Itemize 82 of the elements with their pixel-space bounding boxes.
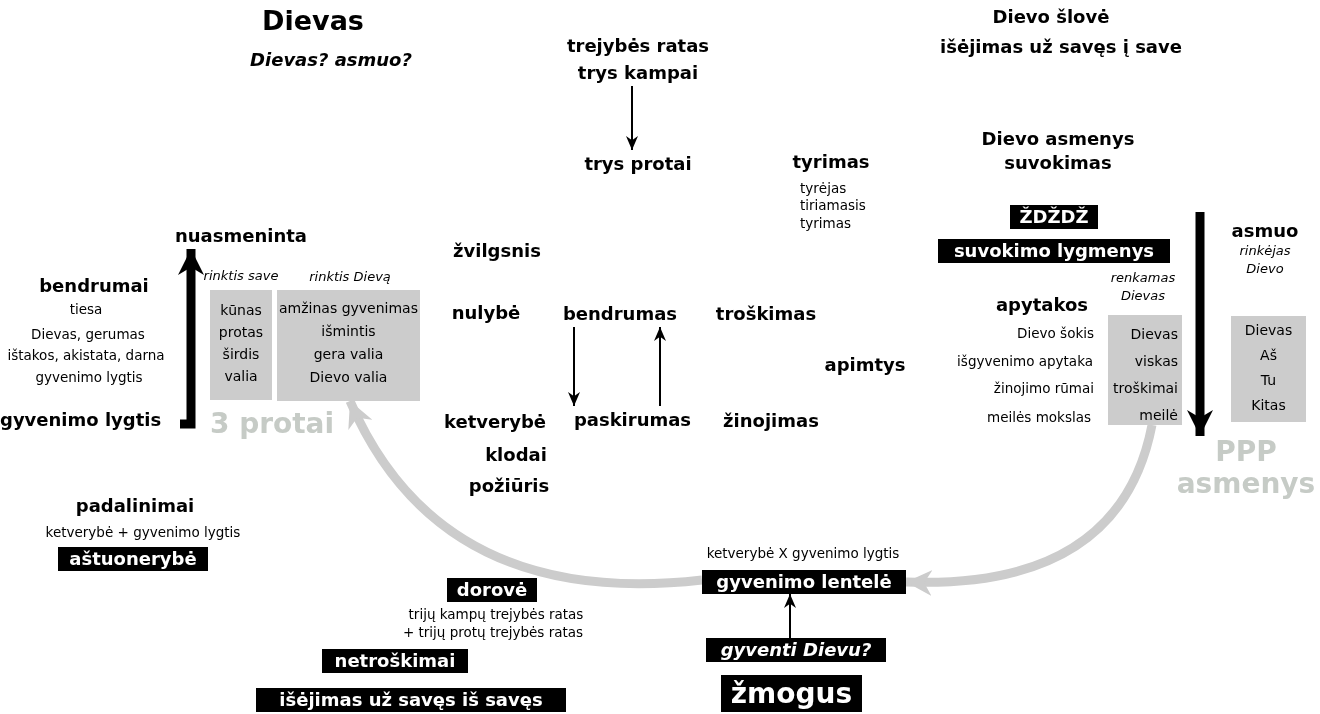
text-label: ketverybė: [444, 409, 546, 434]
text-label: tyrėjas: [800, 178, 847, 198]
text-label: troškimas: [715, 301, 817, 326]
concept-label: trys protai: [568, 150, 708, 177]
text-label: tyrimas: [792, 149, 870, 174]
text-label: Dievo šlovė: [992, 4, 1110, 29]
concept-label: bendrumas: [550, 300, 690, 327]
concept-label: gyvenimo lygtis: [0, 406, 180, 433]
text-label: 3 protai: [209, 406, 335, 443]
text-label: išgyvenimo apytaka: [957, 351, 1093, 371]
arrow: [178, 249, 204, 429]
node-label: rinktis save: [202, 267, 280, 285]
text-label: žinojimo rūmai: [993, 378, 1094, 398]
arrow: [1187, 212, 1213, 436]
list-item: širdis: [221, 345, 261, 364]
highlighted-term: gyventi Dievu?: [706, 638, 886, 662]
text-label: Dievo šokis: [1017, 323, 1094, 343]
list-item: Dievas: [1129, 325, 1178, 344]
list-item: Kitas: [1250, 396, 1287, 415]
highlighted-term: dorovė: [447, 578, 537, 602]
text-label: žvilgsnis: [453, 238, 541, 263]
list-item: Tu: [1259, 371, 1278, 390]
list-item: meilė: [1138, 406, 1178, 425]
list-item: gera valia: [312, 345, 385, 364]
list-item: Dievas: [1243, 321, 1294, 340]
node-label: rinktis Dievą: [308, 268, 392, 286]
highlighted-term: gyvenimo lentelė: [702, 570, 906, 594]
list-item: Dievo valia: [308, 368, 389, 387]
list-item: išmintis: [320, 322, 377, 341]
concept-label: paskirumas: [560, 406, 705, 433]
list-item: protas: [217, 323, 265, 342]
highlighted-term: ŽDŽDŽ: [1010, 205, 1098, 229]
text-label: Dievo asmenys suvokimas: [980, 126, 1136, 175]
highlighted-term: aštuonerybė: [58, 547, 208, 571]
text-label: požiūris: [468, 473, 550, 498]
arrow: [784, 593, 796, 639]
arrow: [626, 85, 638, 151]
text-label: asmuo: [1231, 218, 1299, 243]
concept-label: trejybės ratas trys kampai: [558, 32, 718, 86]
text-label: ištakos, akistata, darna: [7, 345, 165, 365]
node-label: renkamas Dievas: [1109, 269, 1177, 305]
node-label: trijų kampų trejybės ratas: [407, 605, 585, 623]
list-item: Aš: [1259, 346, 1278, 365]
list-item: kūnas: [219, 301, 263, 320]
arrow: [345, 399, 703, 588]
word-list-panel: [1108, 315, 1182, 425]
concept-label: PPP asmenys: [1172, 436, 1320, 500]
text-label: išėjimas už savęs į save: [940, 34, 1182, 59]
text-label: tiriamasis: [800, 196, 866, 215]
list-item: viskas: [1133, 352, 1178, 371]
text-label: žinojimas: [723, 408, 819, 433]
arrow: [568, 326, 580, 407]
list-item: amžinas gyvenimas: [278, 299, 419, 318]
node-label: ketverybė + gyvenimo lygtis: [44, 523, 242, 541]
highlighted-term: netroškimai: [322, 649, 468, 673]
arrow: [906, 423, 1157, 596]
node-label: ketverybė X gyvenimo lygtis: [705, 544, 901, 562]
highlighted-term: suvokimo lygmenys: [938, 239, 1170, 263]
concept-label: nuasmeninta: [160, 222, 322, 249]
highlighted-term: žmogus: [721, 675, 862, 712]
list-item: valia: [223, 367, 259, 386]
highlighted-term: išėjimas už savęs iš savęs: [256, 688, 566, 712]
text-label: Dievas, gerumas: [31, 324, 145, 344]
text-label: tiesa: [69, 299, 103, 319]
text-label: apimtys: [824, 352, 906, 377]
word-list-panel: [210, 290, 272, 400]
node-label: + trijų protų trejybės ratas: [401, 623, 585, 641]
text-label: rinkėjas Dievo: [1238, 242, 1292, 278]
text-label: tyrimas: [800, 213, 852, 233]
text-label: klodai: [485, 442, 547, 467]
list-item: troškimai: [1112, 379, 1178, 398]
text-label: meilės mokslas: [987, 407, 1091, 427]
title: Dievas: [262, 4, 364, 36]
text-label: nulybė: [451, 300, 521, 325]
text-label: padalinimai: [75, 493, 195, 518]
word-list-panel: [277, 290, 420, 401]
text-label: apytakos: [995, 292, 1089, 317]
word-list-panel: [1231, 316, 1306, 422]
text-label: gyvenimo lygtis: [35, 367, 143, 387]
text-label: bendrumai: [39, 273, 149, 298]
arrow: [654, 326, 666, 407]
text-label: Dievas? asmuo?: [250, 47, 412, 72]
